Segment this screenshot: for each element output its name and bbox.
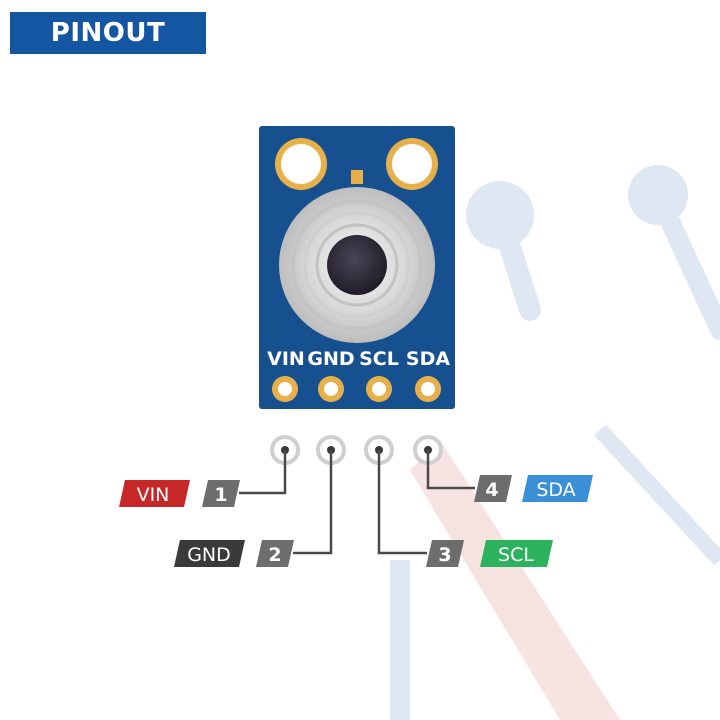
wire-pin-3 bbox=[377, 450, 427, 555]
board-label-gnd: GND bbox=[307, 348, 354, 370]
pin-4-name-tag bbox=[522, 475, 593, 502]
wire-pin-4 bbox=[426, 450, 475, 490]
pin-2-name-tag bbox=[174, 540, 245, 567]
pin-2-name: GND bbox=[187, 544, 231, 566]
page-title-text: PINOUT bbox=[50, 18, 166, 48]
pin-4-number: 4 bbox=[485, 479, 498, 501]
pin-2-number-tag bbox=[256, 540, 294, 567]
board-label-vin: VIN bbox=[267, 348, 305, 370]
board-label-scl: SCL bbox=[359, 348, 399, 370]
pin-2-number: 2 bbox=[268, 544, 281, 566]
pin-3-callout: 3 SCL bbox=[426, 540, 553, 567]
pin-4-name: SDA bbox=[536, 479, 575, 501]
board-pads bbox=[272, 376, 441, 402]
pin-3-number: 3 bbox=[438, 544, 451, 566]
pin-2-callout: 2 GND bbox=[174, 540, 294, 567]
pin-3-name-tag bbox=[480, 540, 553, 567]
wire-pin-1 bbox=[239, 450, 287, 495]
pin-4-callout: 4 SDA bbox=[474, 475, 593, 502]
pin-1-name-tag bbox=[119, 480, 190, 507]
header-pins bbox=[270, 435, 443, 465]
pin-1-name: VIN bbox=[137, 484, 170, 506]
board-label-sda: SDA bbox=[406, 348, 450, 370]
pin-1-number: 1 bbox=[214, 484, 227, 506]
pin-3-name: SCL bbox=[498, 544, 534, 566]
background-watermark bbox=[390, 165, 720, 720]
pin-4-number-tag bbox=[474, 475, 512, 502]
ir-sensor-lens bbox=[279, 187, 435, 343]
pin-1-number-tag bbox=[202, 480, 240, 507]
connection-wires bbox=[239, 450, 475, 555]
sensor-board: VIN GND SCL SDA bbox=[259, 126, 455, 409]
page-title: PINOUT bbox=[10, 12, 206, 54]
pin-3-number-tag bbox=[426, 540, 464, 567]
pin-1-callout: 1 VIN bbox=[119, 480, 240, 507]
wire-pin-2 bbox=[293, 450, 333, 555]
